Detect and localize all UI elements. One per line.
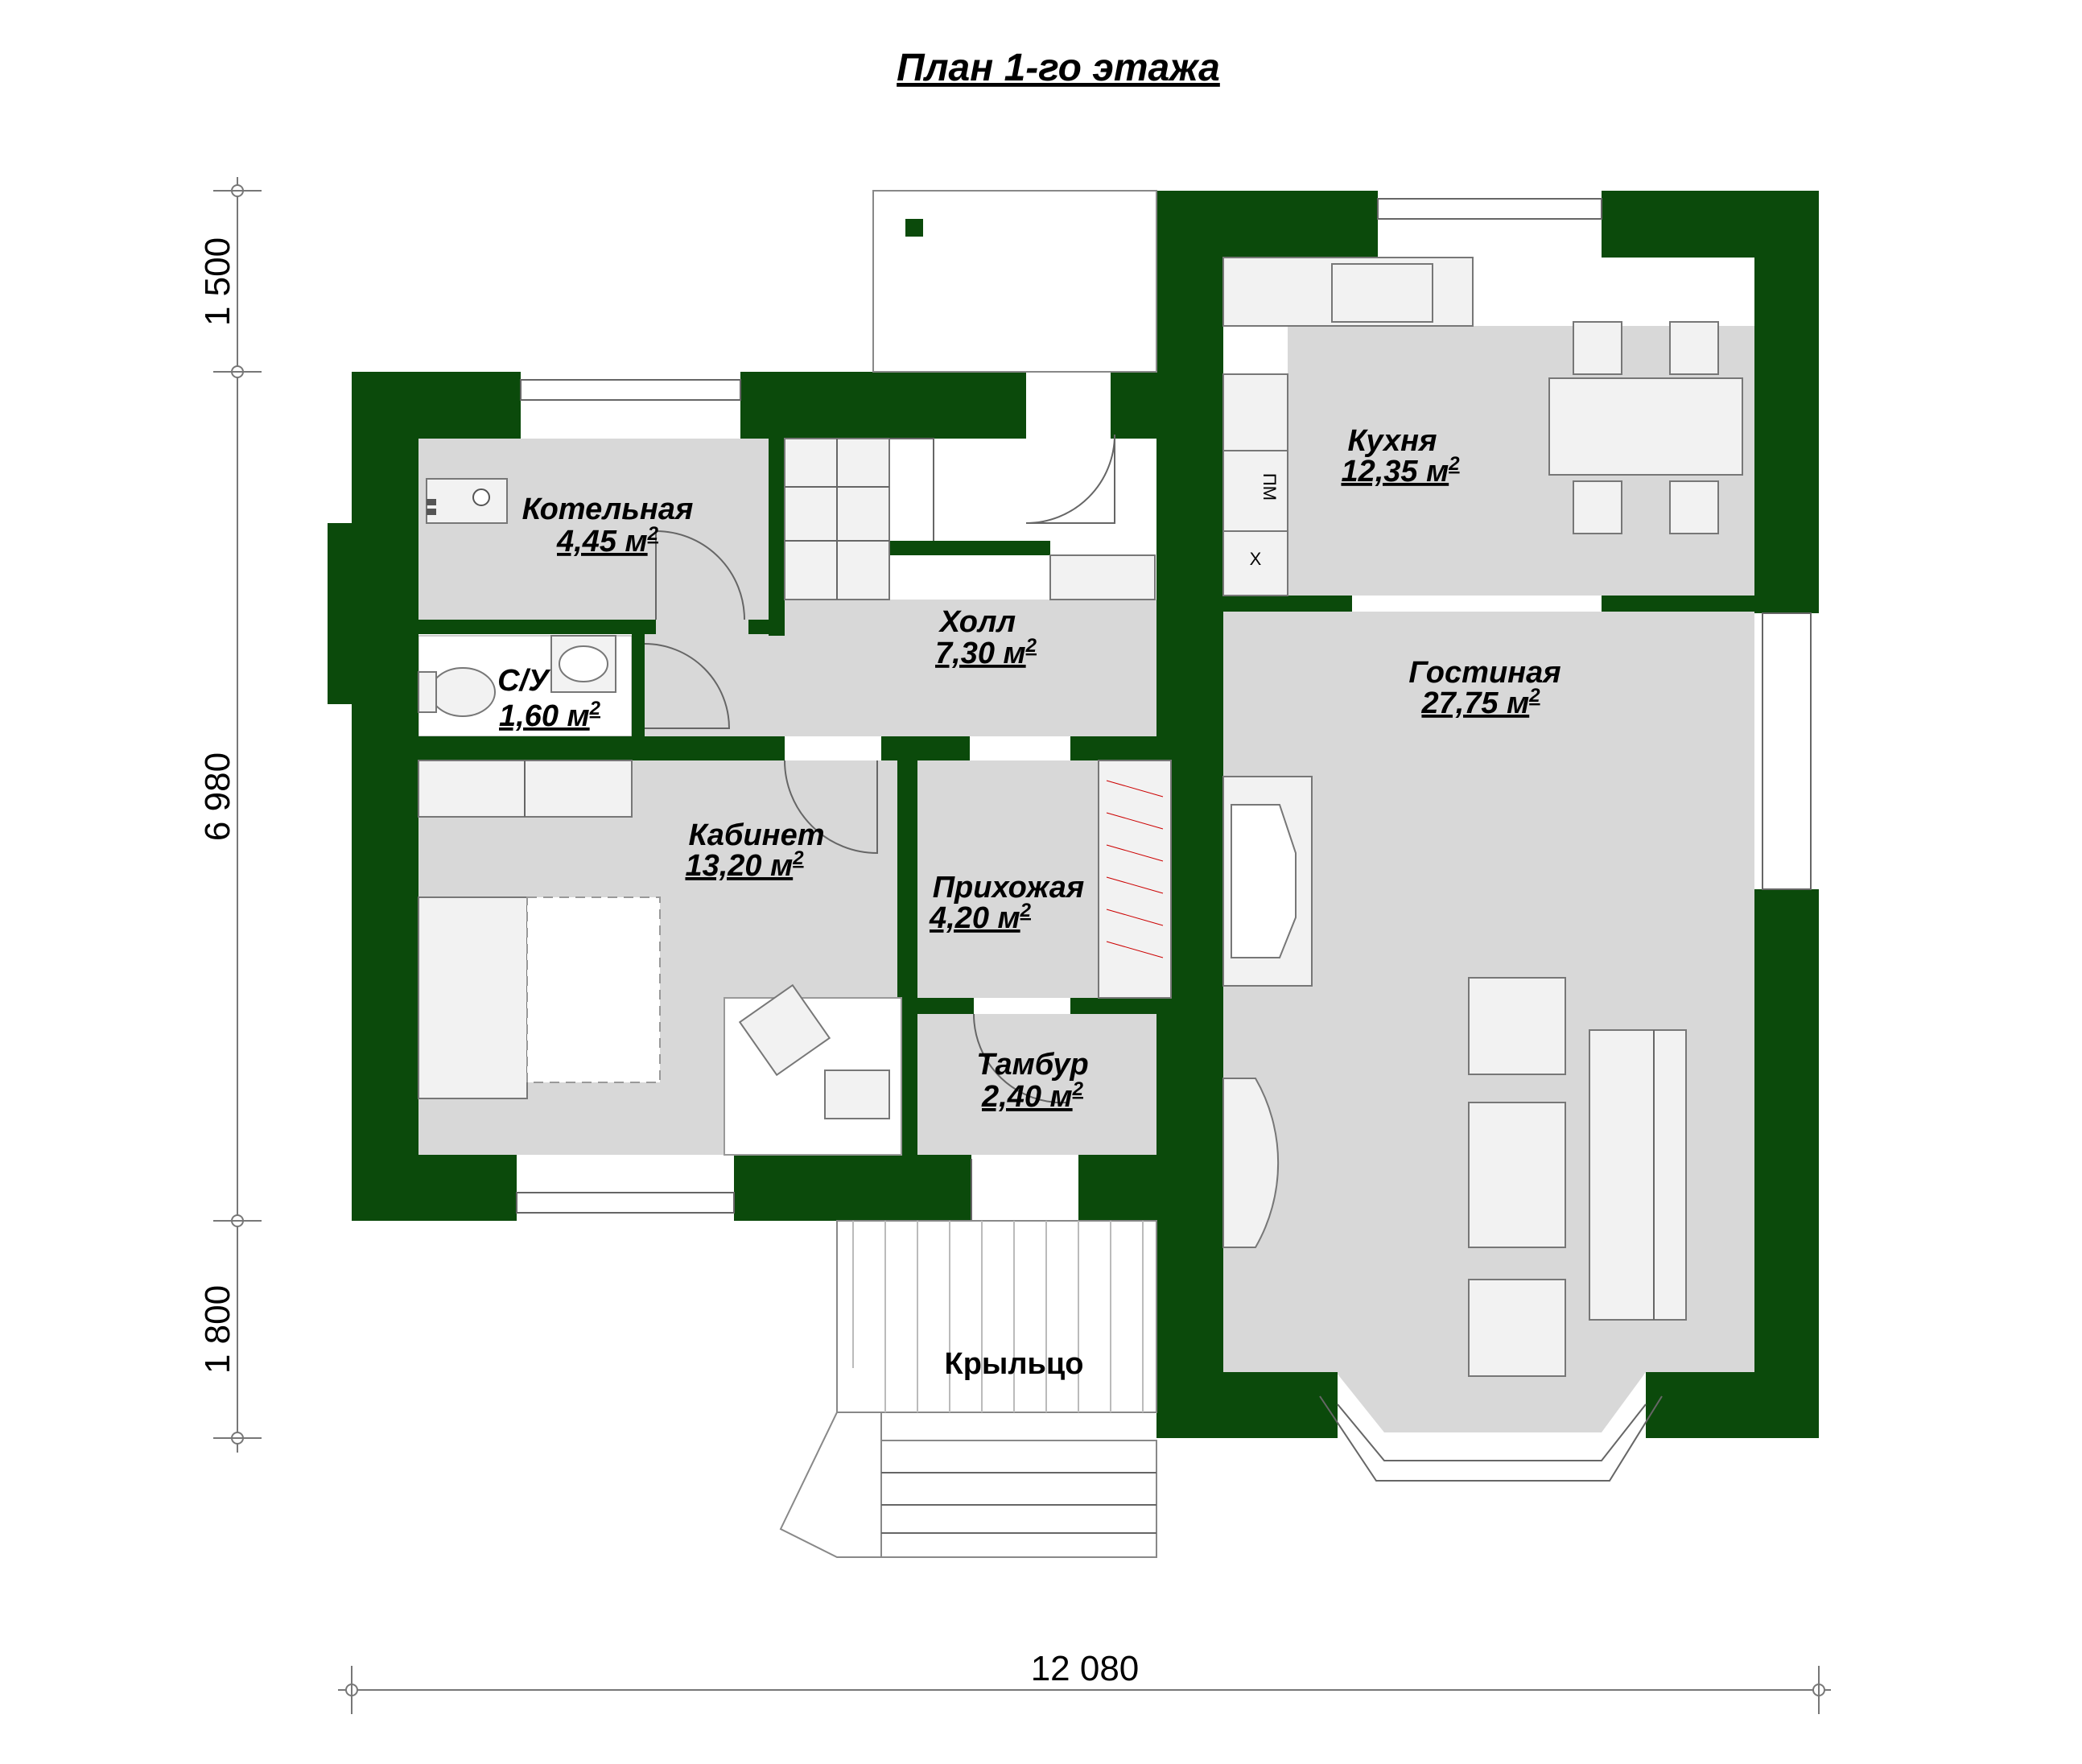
hall-label: Холл <box>938 605 1016 639</box>
boiler-floor <box>418 439 769 620</box>
entry-label: Прихожая <box>933 871 1085 905</box>
dim-left-top: 1 500 <box>198 237 237 326</box>
toilet <box>430 667 496 717</box>
dishwasher-mark: ПМ <box>1260 473 1280 501</box>
armchair-top <box>1468 977 1566 1075</box>
vestibule-area: 2,40 м2 <box>981 1078 1084 1114</box>
desk <box>738 983 831 1077</box>
porch-label: Крыльцо <box>945 1347 1084 1381</box>
labels: Котельная 4,45 м2 С/У 1,60 м2 Холл 7,30 … <box>497 424 1561 1381</box>
dining-table <box>1548 377 1743 476</box>
living-label: Гостиная <box>1408 656 1560 690</box>
living-area: 27,75 м2 <box>1420 685 1540 720</box>
kitchen-area: 12,35 м2 <box>1341 453 1460 488</box>
rug <box>526 896 661 1083</box>
fridge <box>1222 530 1288 596</box>
sofa-living <box>1589 1029 1687 1321</box>
entry-floor <box>917 760 1099 998</box>
dim-left-bottom: 1 800 <box>198 1285 237 1374</box>
vestibule-floor <box>917 1014 1171 1155</box>
walls <box>328 191 1819 1438</box>
fridge-mark: Х <box>1250 549 1262 569</box>
boiler-label: Котельная <box>522 493 694 526</box>
entry-area: 4,20 м2 <box>929 900 1032 935</box>
sofa-study <box>418 896 528 1099</box>
dim-bottom: 12 080 <box>1031 1649 1140 1688</box>
hall-area: 7,30 м2 <box>935 635 1037 670</box>
window-boiler <box>520 379 741 401</box>
wardrobe <box>1098 760 1172 999</box>
boiler-area: 4,45 м2 <box>556 523 659 558</box>
stairs <box>784 438 1156 600</box>
window-kitchen <box>1377 198 1602 220</box>
bay-window <box>1337 1403 1647 1461</box>
study-label: Кабинет <box>688 818 824 852</box>
boiler-unit <box>426 478 508 524</box>
vestibule-label: Тамбур <box>976 1048 1088 1082</box>
window-living-right <box>1762 612 1812 890</box>
window-study <box>516 1192 735 1214</box>
dimension-lines: 1 500 6 980 1 800 12 080 <box>198 177 1831 1714</box>
stove <box>1222 373 1288 451</box>
hall-floor <box>632 600 1215 736</box>
kitchen-label: Кухня <box>1348 424 1437 458</box>
exterior <box>779 190 1157 1558</box>
study-area: 13,20 м2 <box>685 847 804 883</box>
wc-area: 1,60 м2 <box>499 698 601 733</box>
computer-desk <box>824 1070 890 1119</box>
coffee-table <box>1468 1102 1566 1248</box>
furniture <box>418 257 1743 1377</box>
kitchen-sink <box>1331 263 1433 323</box>
plan-title: План 1-го этажа <box>897 47 1220 89</box>
armchair-bottom <box>1468 1279 1566 1377</box>
windows <box>516 198 1812 1482</box>
wc-label: С/У <box>497 664 551 698</box>
dishwasher <box>1222 450 1288 532</box>
dim-left-mid: 6 980 <box>198 752 237 841</box>
